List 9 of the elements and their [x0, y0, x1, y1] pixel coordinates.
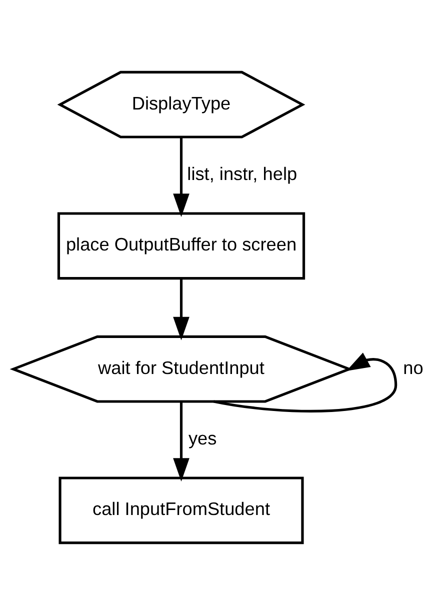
node-box: call InputFromStudent	[58, 476, 304, 544]
arrow	[173, 278, 190, 340]
arrow	[173, 401, 190, 482]
edge-label: list, instr, help	[187, 164, 298, 184]
edge-label: no	[403, 357, 424, 378]
arrow	[213, 352, 398, 412]
edge-label: yes	[188, 428, 217, 448]
node-box: place OutputBuffer to screen	[57, 212, 306, 280]
arrow	[173, 136, 190, 217]
